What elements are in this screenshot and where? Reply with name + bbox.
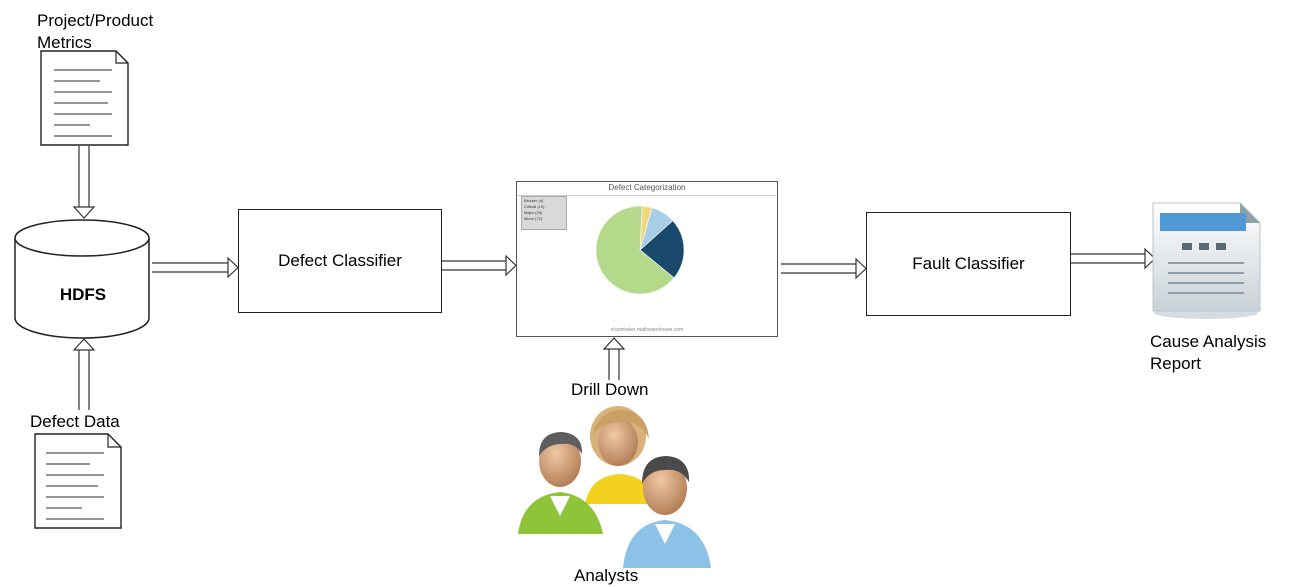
metrics-document-icon <box>40 50 129 146</box>
hdfs-label: HDFS <box>59 285 107 304</box>
analysts-people-icon <box>518 406 711 568</box>
defect-data-label: Defect Data <box>30 412 120 431</box>
arrow-hdfs-to-classifier <box>152 256 239 279</box>
report-label: Cause Analysis Report <box>1150 332 1267 373</box>
fault-classifier-label: Fault Classifier <box>912 254 1025 273</box>
pie-slice-major <box>639 220 685 279</box>
chart-title-divider <box>518 195 776 196</box>
legend-item: Blocker (4) <box>524 198 544 203</box>
chart-legend: Blocker (4) Critical (10) Major (25) Min… <box>521 196 567 230</box>
legend-item: Minor (72) <box>524 216 543 221</box>
analysts-label: Analysts <box>574 566 639 585</box>
defect-pie-chart <box>595 205 685 295</box>
arrow-classifier-to-chart <box>442 254 517 277</box>
arrow-fault-to-report <box>1071 247 1156 270</box>
hdfs-database-icon <box>14 219 150 339</box>
drill-down-label: Drill Down <box>571 380 649 399</box>
metrics-label: Project/Product Metrics <box>37 11 154 52</box>
legend-item: Critical (10) <box>524 204 545 209</box>
arrow-defectdata-to-hdfs <box>72 338 96 410</box>
arrow-drilldown-to-chart <box>602 337 626 380</box>
defect-classifier-label: Defect Classifier <box>278 251 402 270</box>
arrow-chart-to-fault <box>781 257 867 280</box>
fault-classifier-box: Fault Classifier <box>866 212 1071 316</box>
pie-slice-minor <box>595 205 675 295</box>
chart-footer: chartmaker.mathwarehouse.com <box>610 327 684 333</box>
defect-classifier-box: Defect Classifier <box>238 209 442 313</box>
report-document-icon <box>1152 202 1261 319</box>
defect-data-document-icon <box>34 433 122 529</box>
legend-item: Major (25) <box>524 210 543 215</box>
chart-title: Defect Categorization <box>608 183 686 192</box>
arrow-metrics-to-hdfs <box>72 146 96 219</box>
